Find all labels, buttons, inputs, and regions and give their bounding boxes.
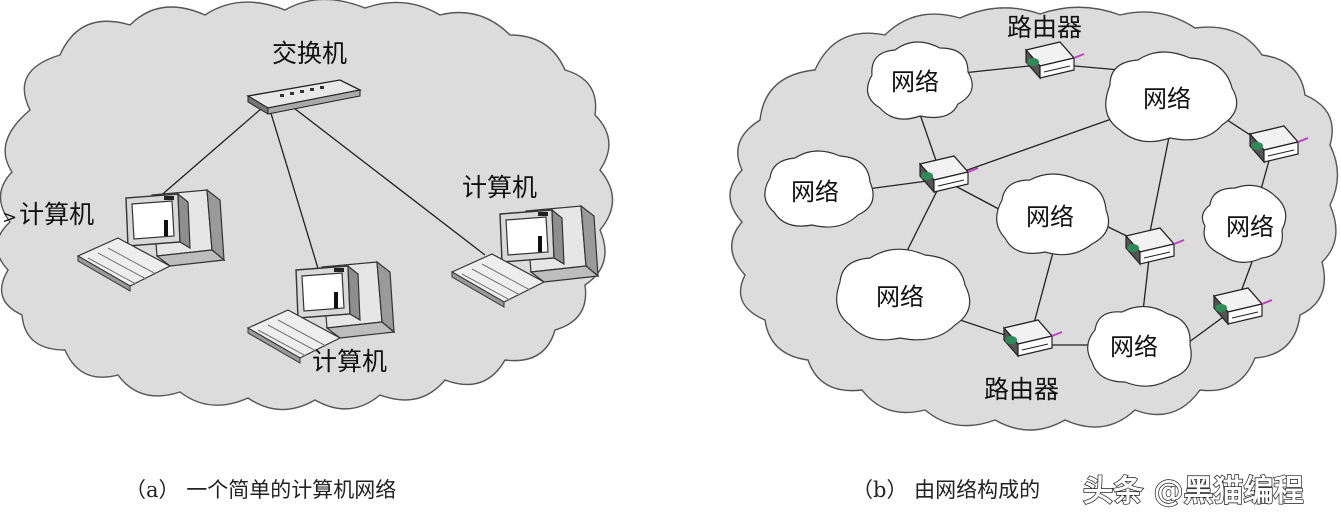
network-labels: 网络 网络 网络 网络 网络 网络 网络: [791, 68, 1274, 361]
network-label-1: 网络: [891, 68, 939, 96]
network-label-5: 网络: [1226, 213, 1274, 241]
network-cloud-2: [1105, 51, 1238, 143]
diagram-b: 网络 网络 网络 网络 网络 网络 网络 路由器 路由器: [729, 6, 1339, 431]
network-cloud-3: [764, 150, 874, 228]
network-cloud-6: [836, 248, 971, 341]
router-top-label: 路由器: [1007, 13, 1082, 42]
watermark: 头条 @黑猫编程: [1083, 474, 1303, 509]
router-bottom-label: 路由器: [984, 375, 1059, 404]
computer-right-label: 计算机: [462, 173, 537, 202]
switch-icon: [246, 79, 362, 115]
network-cloud-4: [996, 173, 1110, 256]
cloud-a: [0, 0, 614, 411]
network-label-7: 网络: [1110, 333, 1158, 361]
network-clouds: [764, 41, 1287, 387]
links-a: [149, 104, 486, 276]
computer-bottom-label: 计算机: [312, 347, 387, 376]
network-label-2: 网络: [1143, 85, 1191, 113]
computer-left-label: >计算机: [2, 200, 94, 229]
network-cloud-1: [866, 41, 973, 120]
network-cloud-7: [1087, 305, 1192, 387]
network-label-3: 网络: [791, 178, 839, 206]
diagram-a: 交换机 >计算机 计算机 计算机: [0, 0, 614, 411]
switch-label: 交换机: [272, 39, 347, 68]
network-label-6: 网络: [876, 283, 924, 311]
network-label-4: 网络: [1026, 203, 1074, 231]
network-cloud-5: [1201, 184, 1287, 263]
caption-a: （a） 一个简单的计算机网络: [125, 478, 396, 502]
caption-b: （b） 由网络构成的: [852, 478, 1040, 502]
